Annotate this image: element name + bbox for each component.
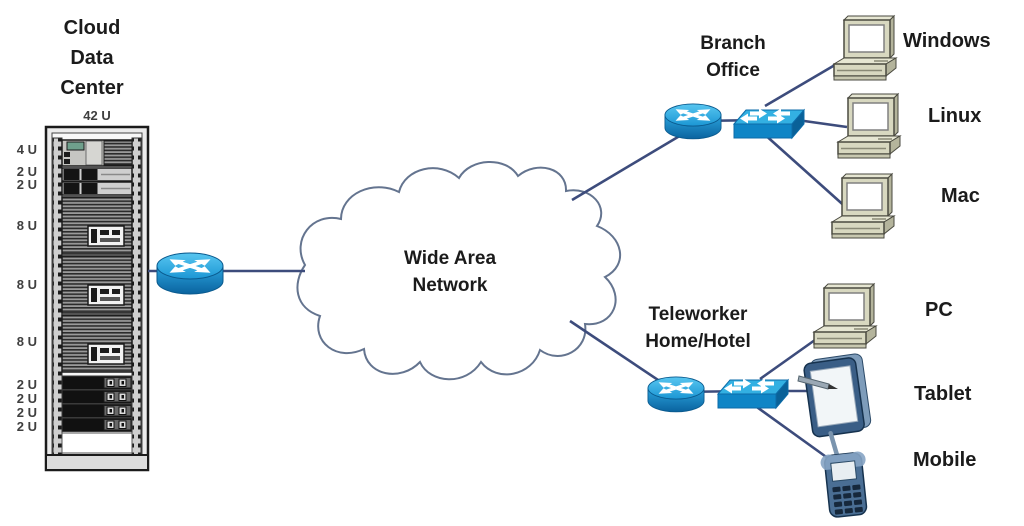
device-label-mobile: Mobile — [913, 449, 977, 471]
branch-switch-icon — [734, 109, 804, 139]
device-label-pc: PC — [925, 299, 953, 321]
stylus-icon — [797, 375, 838, 390]
link-teleworker-switch-to-mobile — [753, 403, 837, 466]
rack-u-label: 2 U — [16, 391, 37, 406]
rack-u-label: 8 U — [16, 334, 37, 349]
link-branch-switch-to-windows — [764, 60, 841, 108]
rack-unit-2u-bay-4 — [61, 417, 133, 432]
rack-unit-2u-b — [61, 181, 133, 196]
device-label-mac: Mac — [941, 185, 980, 207]
rack-u-label: 2 U — [16, 177, 37, 192]
link-teleworker-switch-to-pc — [759, 333, 823, 381]
server-rack-icon — [44, 125, 150, 472]
rack-rail-left — [52, 137, 63, 457]
mac-computer-icon — [831, 173, 895, 239]
rack-unit-2u-a — [61, 167, 133, 182]
pc-computer-icon — [813, 283, 877, 349]
rack-unit-4u-server — [61, 139, 133, 167]
datacenter-router-icon — [157, 253, 223, 294]
rack-u-label: 2 U — [16, 419, 37, 434]
device-label-tablet: Tablet — [914, 383, 972, 405]
rack-unit-2u-bay-1 — [61, 375, 133, 390]
wan-cloud-shape — [296, 161, 622, 381]
rack-u-label: 8 U — [16, 218, 37, 233]
rack-u-label: 2 U — [16, 377, 37, 392]
linux-computer-icon — [837, 93, 901, 159]
teleworker-switch-icon — [718, 379, 788, 409]
link-branch-switch-to-mac — [762, 132, 850, 211]
windows-computer-icon — [833, 15, 897, 81]
teleworker-label: Teleworker Home/Hotel — [645, 304, 751, 352]
mobile-phone-icon — [820, 430, 868, 518]
device-label-windows: Windows — [903, 30, 991, 52]
branch-office-label: Branch Office — [700, 33, 766, 81]
branch-router-icon — [665, 104, 721, 139]
rack-unit-8u-3 — [61, 314, 133, 373]
teleworker-router-icon — [648, 377, 704, 412]
rack-u-label: 4 U — [16, 142, 37, 157]
link-wan-to-branch-router — [571, 126, 694, 202]
device-label-linux: Linux — [928, 105, 982, 127]
rack-rail-right — [131, 137, 142, 457]
rack-u-label: 8 U — [16, 277, 37, 292]
rack-capacity-label: 42 U — [83, 108, 111, 123]
tablet-icon — [803, 353, 872, 438]
rack-u-label: 2 U — [16, 164, 37, 179]
rack-unit-size-labels: 4 U 2 U 2 U 8 U 8 U 8 U 2 U 2 U 2 U 2 U — [0, 0, 37, 526]
rack-unit-2u-bay-3 — [61, 403, 133, 418]
rack-unit-8u-1 — [61, 196, 133, 255]
rack-unit-2u-bay-2 — [61, 389, 133, 404]
rack-u-label: 2 U — [16, 405, 37, 420]
rack-unit-8u-2 — [61, 255, 133, 314]
cloud-data-center-label: Cloud Data Center — [60, 17, 124, 99]
wan-label: Wide Area Network — [403, 248, 497, 296]
